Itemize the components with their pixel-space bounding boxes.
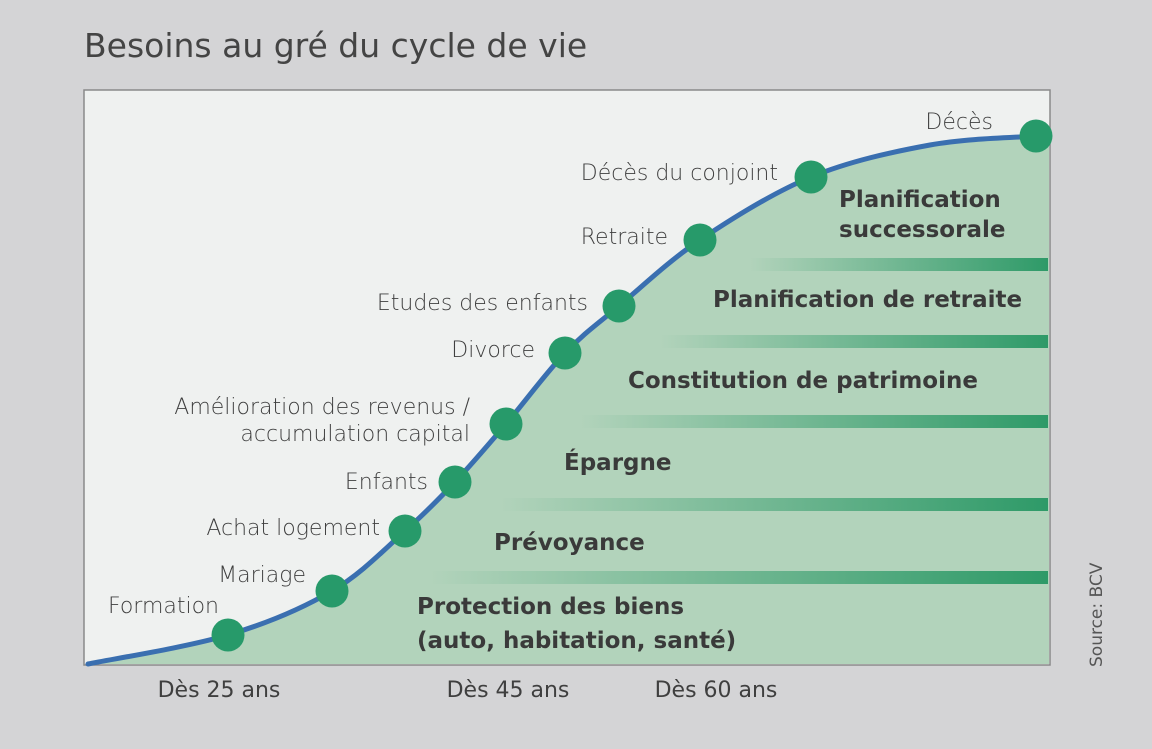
page-title: Besoins au gré du cycle de vie: [84, 26, 587, 65]
event-dot: [438, 465, 472, 499]
event-label: Retraite: [581, 225, 668, 250]
event-label: accumulation capital: [240, 422, 470, 447]
axis-label: Dès 45 ans: [447, 678, 570, 703]
band-divider: [660, 335, 1048, 348]
need-label: Planification de retraite: [713, 287, 1022, 313]
event-label: Mariage: [218, 563, 306, 588]
need-label: Prévoyance: [494, 530, 645, 556]
event-label: Divorce: [451, 338, 535, 363]
life-curve: [85, 133, 1039, 667]
event-dot: [388, 514, 422, 548]
axis-label: Dès 25 ans: [158, 678, 281, 703]
need-label: successorale: [839, 217, 1005, 243]
band-divider: [580, 415, 1048, 428]
event-dot: [489, 407, 523, 441]
source-note: Source: BCV: [1087, 562, 1107, 667]
need-label: Épargne: [564, 448, 671, 476]
event-label: Enfants: [345, 470, 428, 495]
band-divider: [500, 498, 1048, 511]
need-label: (auto, habitation, santé): [417, 628, 736, 654]
event-dot: [794, 160, 828, 194]
event-dot: [211, 618, 245, 652]
band-divider: [430, 571, 1048, 584]
event-dot: [1019, 119, 1053, 153]
band-divider: [750, 258, 1048, 271]
event-label: Amélioration des revenus /: [174, 395, 470, 420]
event-label: Etudes des enfants: [377, 291, 588, 316]
need-label: Constitution de patrimoine: [628, 368, 978, 394]
event-label: Formation: [108, 594, 219, 619]
event-label: Achat logement: [206, 516, 380, 541]
need-label: Planification: [839, 187, 1001, 213]
event-dot: [315, 574, 349, 608]
need-label: Protection des biens: [417, 594, 684, 620]
axis-label: Dès 60 ans: [655, 678, 778, 703]
event-dot: [548, 336, 582, 370]
event-label: Décès: [925, 110, 993, 135]
event-dots: [211, 119, 1053, 652]
event-dot: [602, 289, 636, 323]
event-dot: [683, 223, 717, 257]
need-bands: [430, 258, 1048, 584]
event-label: Décès du conjoint: [581, 161, 778, 186]
